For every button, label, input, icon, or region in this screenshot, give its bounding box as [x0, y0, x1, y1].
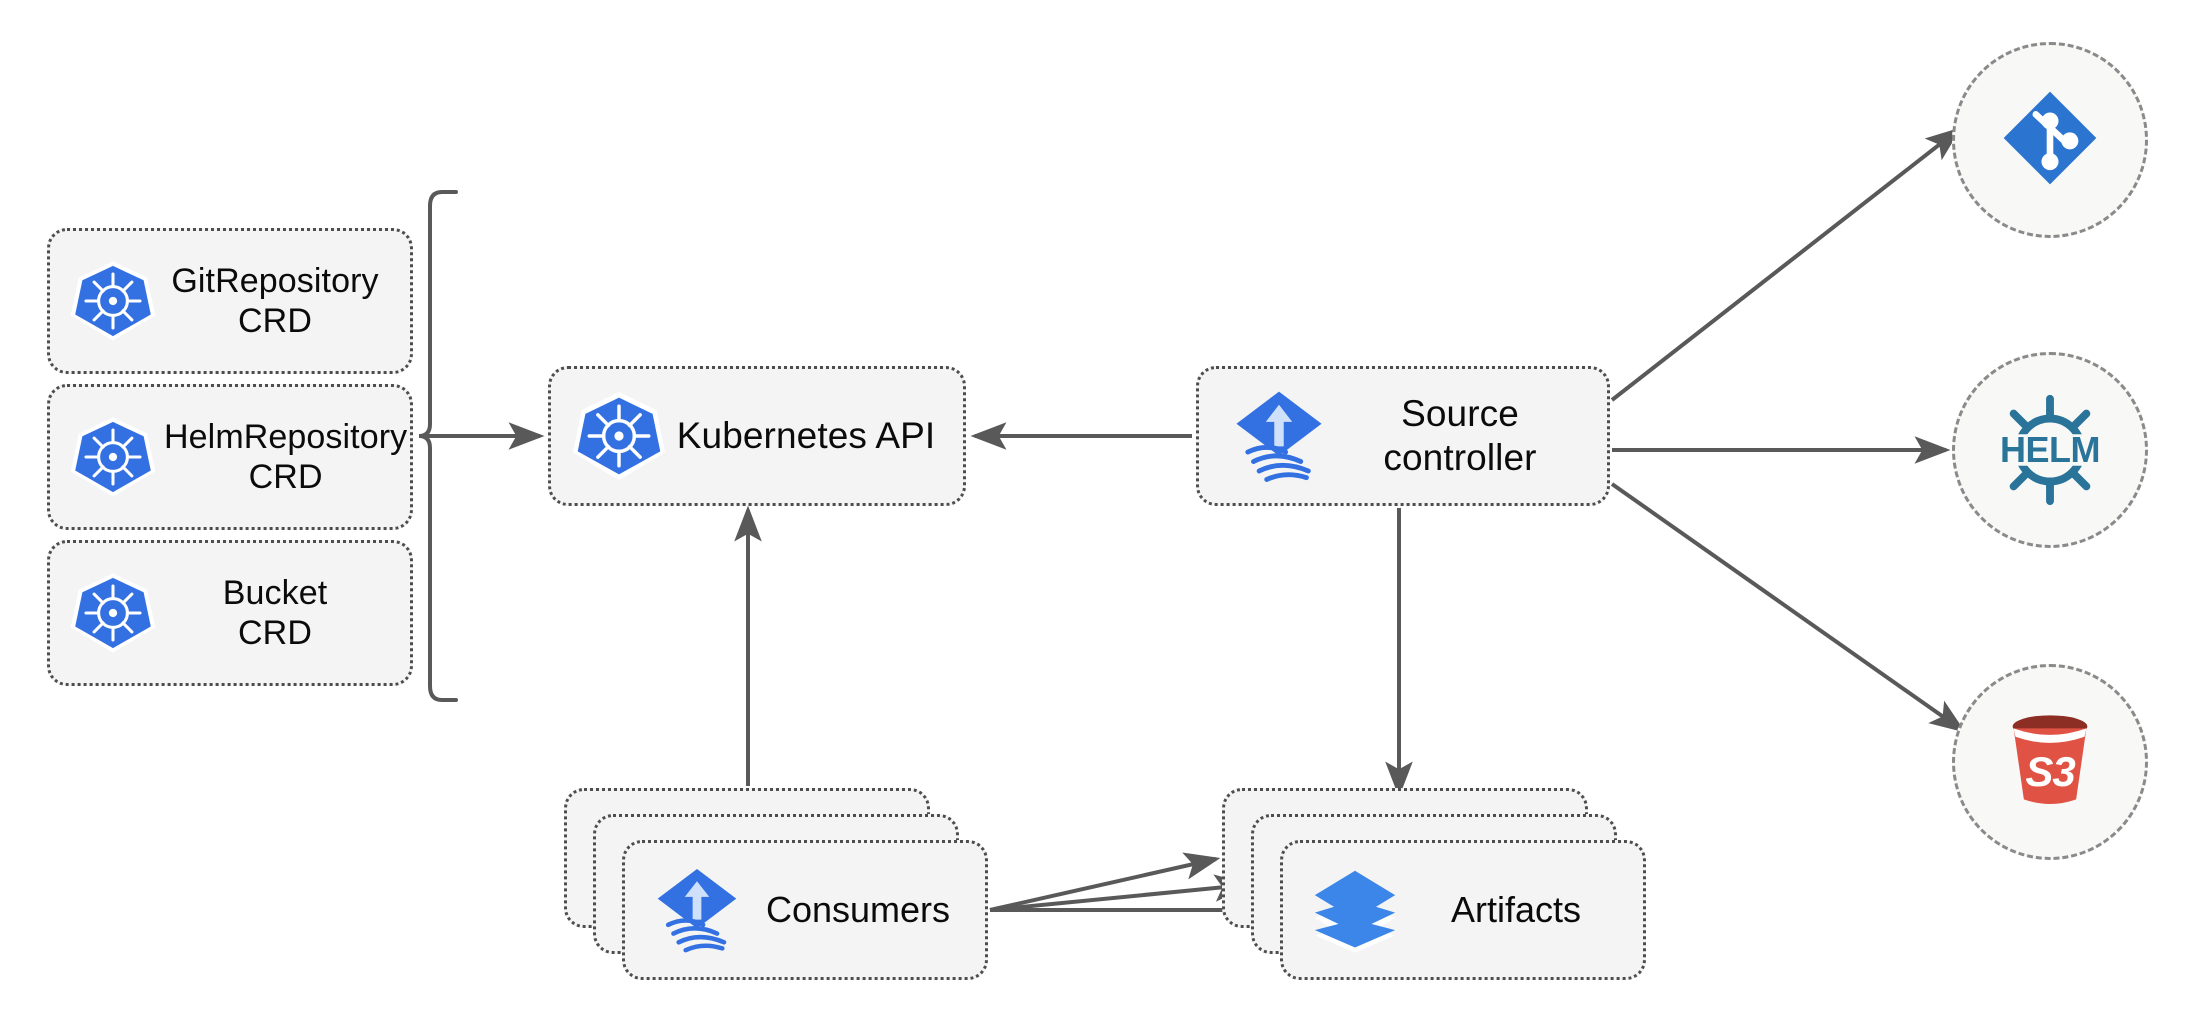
crd-box-bucket[interactable]: Bucket CRD	[47, 540, 413, 686]
artifacts-card-front[interactable]: Artifacts	[1280, 840, 1646, 980]
crd-box-gitrepository[interactable]: GitRepository CRD	[47, 228, 413, 374]
git-icon	[1998, 86, 2102, 195]
flux-icon	[1227, 384, 1331, 488]
external-s3[interactable]: S3	[1952, 664, 2148, 860]
edge-source-to-s3	[1610, 482, 1966, 733]
node-kubernetes-api[interactable]: Kubernetes API	[548, 366, 966, 506]
external-git[interactable]	[1952, 42, 2148, 238]
s3-bucket-icon: S3	[1994, 706, 2106, 818]
edge-source-to-git	[1610, 127, 1962, 402]
s3-label: S3	[2025, 748, 2075, 795]
node-label: Artifacts	[1450, 889, 1582, 930]
kubernetes-icon	[571, 388, 667, 484]
node-label: Source controller	[1383, 393, 1537, 478]
node-label: Consumers	[765, 889, 951, 930]
consumers-card-front[interactable]: Consumers	[622, 840, 988, 980]
crd-box-helmrepository[interactable]: HelmRepository CRD	[47, 384, 413, 530]
kubernetes-icon	[68, 256, 158, 346]
kubernetes-icon	[68, 568, 158, 658]
flux-icon	[649, 862, 745, 958]
helm-label: HELM	[2000, 429, 2101, 470]
crd-label: HelmRepository CRD	[164, 417, 408, 496]
node-source-controller[interactable]: Source controller	[1196, 366, 1610, 506]
crd-group-brace	[418, 190, 458, 702]
kubernetes-icon	[68, 412, 158, 502]
edge-consumers-to-artifacts-2	[989, 874, 1251, 912]
layers-icon	[1307, 862, 1403, 958]
node-label: Kubernetes API	[676, 415, 936, 457]
helm-icon: HELM	[1991, 391, 2109, 509]
crd-label: GitRepository CRD	[171, 261, 379, 340]
external-helm[interactable]: HELM	[1952, 352, 2148, 548]
node-artifacts[interactable]: Artifacts	[1222, 788, 1652, 988]
edge-consumers-to-artifacts-1	[989, 852, 1221, 912]
crd-label: Bucket CRD	[222, 573, 328, 652]
node-consumers[interactable]: Consumers	[564, 788, 994, 988]
